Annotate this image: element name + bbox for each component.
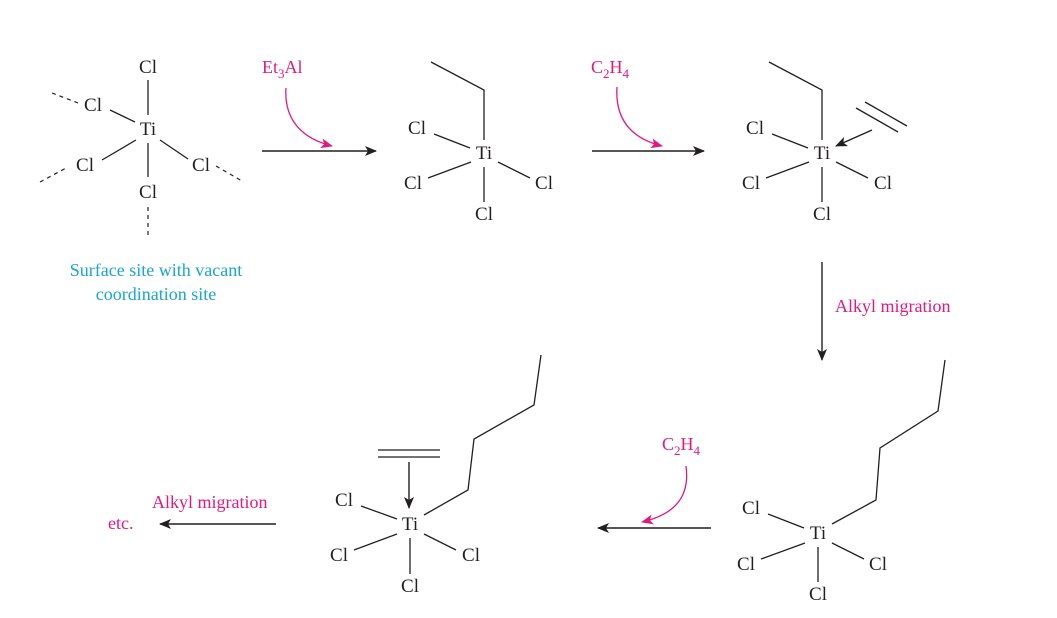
- ethylene-double-bond: [864, 101, 908, 127]
- cl-atom-bottom: Cl: [401, 576, 419, 597]
- butyl-chain: [831, 359, 946, 525]
- butyl-chain: [423, 354, 542, 516]
- ethylene-label-h-subscript: 4: [623, 66, 630, 81]
- surface-site-caption-line-2: coordination site: [96, 284, 216, 304]
- reagent-curved-arrow: [616, 86, 663, 149]
- bond: [760, 542, 806, 560]
- ethylene-double-bond: [855, 107, 899, 133]
- et3al-label-al: Al: [285, 57, 303, 77]
- alkyl-migration-label: Alkyl migration: [152, 492, 268, 512]
- structure-butyl-ethylene-complex: Ti Cl Cl Cl Cl: [330, 354, 542, 597]
- ethylene-label-h: H: [681, 434, 694, 454]
- cl-atom-bottom: Cl: [813, 204, 831, 225]
- surface-site-caption-line-1: Surface site with vacant: [70, 260, 242, 280]
- coordination-arrow: [835, 129, 873, 147]
- cl-atom-lower-right: Cl: [535, 173, 553, 194]
- cl-atom-top: Cl: [139, 57, 157, 78]
- cl-atom-bottom: Cl: [475, 204, 493, 225]
- bond: [427, 161, 472, 179]
- bond: [767, 513, 805, 529]
- dashed-bond: [215, 165, 243, 182]
- cl-atom-lower-left: Cl: [404, 173, 422, 194]
- ti-atom: Ti: [402, 514, 418, 535]
- ethyl-chain: [430, 61, 485, 140]
- ethylene-label-h-subscript: 4: [694, 443, 701, 458]
- bond: [159, 139, 189, 160]
- ethylene-label-c: C: [591, 57, 603, 77]
- et3al-label: Et3Al: [262, 57, 303, 81]
- cl-atom-upper-left: Cl: [335, 490, 353, 511]
- bond: [109, 109, 136, 123]
- cl-atom-lower-left: Cl: [737, 554, 755, 575]
- ethylene-label-h: H: [610, 57, 623, 77]
- reaction-arrow-alkyl-migration: Alkyl migration: [817, 262, 951, 361]
- et3al-label-subscript: 3: [278, 66, 285, 81]
- cl-atom-upper-left: Cl: [408, 118, 426, 139]
- dashed-bond: [39, 166, 69, 183]
- cl-atom-bottom: Cl: [139, 182, 157, 203]
- reaction-arrow-ethylene-2: C2H4: [597, 434, 711, 533]
- ethylene-label-c-subscript: 2: [674, 443, 681, 458]
- ethylene-label: C2H4: [591, 57, 630, 81]
- reagent-curved-arrow: [641, 465, 688, 525]
- reaction-arrow-et3al: Et3Al: [262, 57, 377, 156]
- cl-atom-upper-left: Cl: [742, 498, 760, 519]
- ti-atom: Ti: [814, 143, 830, 164]
- ethyl-chain: [768, 61, 823, 140]
- cl-atom-lower-left: Cl: [76, 155, 94, 176]
- et3al-label-et: Et: [262, 57, 278, 77]
- cl-atom-lower-right: Cl: [462, 545, 480, 566]
- bond: [360, 505, 398, 520]
- etc-label: etc.: [108, 513, 133, 533]
- dashed-bond: [51, 92, 79, 104]
- cl-atom-lower-right: Cl: [874, 173, 892, 194]
- cl-atom-lower-left: Cl: [330, 545, 348, 566]
- cl-atom-lower-right: Cl: [869, 554, 887, 575]
- ti-atom: Ti: [476, 143, 492, 164]
- bond: [101, 139, 137, 161]
- structure-ethyl-titanium: Ti Cl Cl Cl Cl: [404, 61, 553, 225]
- bond: [831, 542, 865, 560]
- bond: [433, 133, 471, 149]
- cl-atom-upper-left: Cl: [84, 95, 102, 116]
- bond: [353, 533, 398, 551]
- bond: [765, 161, 810, 179]
- ethylene-label-c-subscript: 2: [603, 66, 610, 81]
- reaction-arrow-alkyl-migration-final: Alkyl migration etc.: [108, 492, 276, 533]
- ti-atom: Ti: [140, 119, 156, 140]
- structure-surface-site: Ti Cl Cl Cl Cl Cl: [39, 57, 243, 237]
- bond: [423, 533, 457, 551]
- cl-atom-lower-right: Cl: [192, 155, 210, 176]
- cl-atom-bottom: Cl: [809, 584, 827, 605]
- structure-butyl-titanium: Ti Cl Cl Cl Cl: [737, 359, 946, 605]
- reaction-arrow-ethylene-1: C2H4: [591, 57, 705, 156]
- bond: [835, 161, 869, 179]
- ti-atom: Ti: [810, 523, 826, 544]
- bond: [497, 161, 531, 179]
- structure-ethylene-complex: Ti Cl Cl Cl Cl: [742, 61, 908, 225]
- alkyl-migration-label: Alkyl migration: [835, 296, 951, 316]
- cl-atom-upper-left: Cl: [746, 118, 764, 139]
- reagent-curved-arrow: [285, 87, 333, 149]
- ethylene-label-c: C: [662, 434, 674, 454]
- bond: [771, 133, 809, 149]
- ethylene-label: C2H4: [662, 434, 701, 458]
- cl-atom-lower-left: Cl: [742, 173, 760, 194]
